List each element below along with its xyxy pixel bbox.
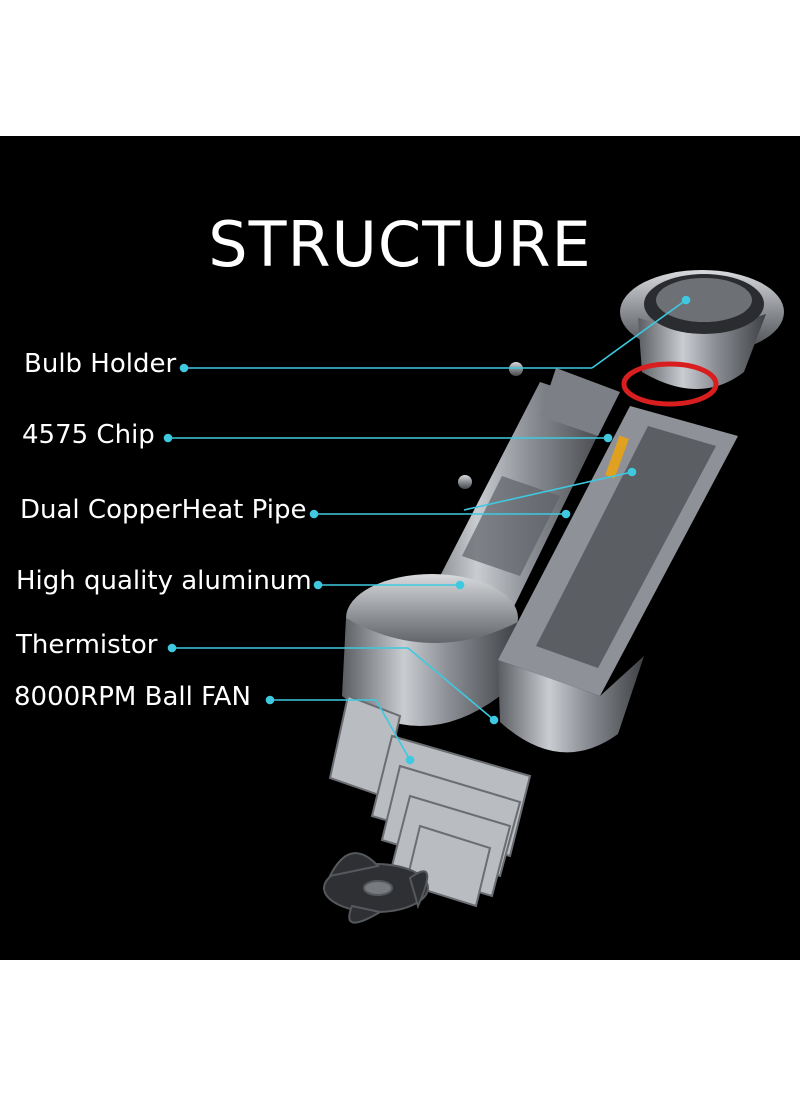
label-dual-copper-heat-pipe: Dual CopperHeat Pipe <box>20 495 307 525</box>
led-bulb-exploded-illustration <box>163 270 784 924</box>
label-thermistor: Thermistor <box>16 630 158 660</box>
callout-lines <box>163 295 691 765</box>
label-high-quality-aluminum: High quality aluminum <box>16 566 312 596</box>
main-body-part <box>342 368 620 726</box>
o-ring-part <box>621 361 719 407</box>
screw-part <box>458 475 472 489</box>
heat-sink-housing-part <box>498 406 738 753</box>
bulb-holder-part <box>620 270 784 389</box>
label-ball-fan: 8000RPM Ball FAN <box>14 682 251 712</box>
page-title: STRUCTURE <box>208 208 592 281</box>
led-chip <box>605 435 629 479</box>
heat-sink-fins-part <box>328 694 532 908</box>
product-panel: STRUCTURE <box>0 136 800 960</box>
fan-part <box>323 852 429 924</box>
label-bulb-holder: Bulb Holder <box>24 349 177 379</box>
screw-part <box>509 362 523 376</box>
label-4575-chip: 4575 Chip <box>22 420 155 450</box>
